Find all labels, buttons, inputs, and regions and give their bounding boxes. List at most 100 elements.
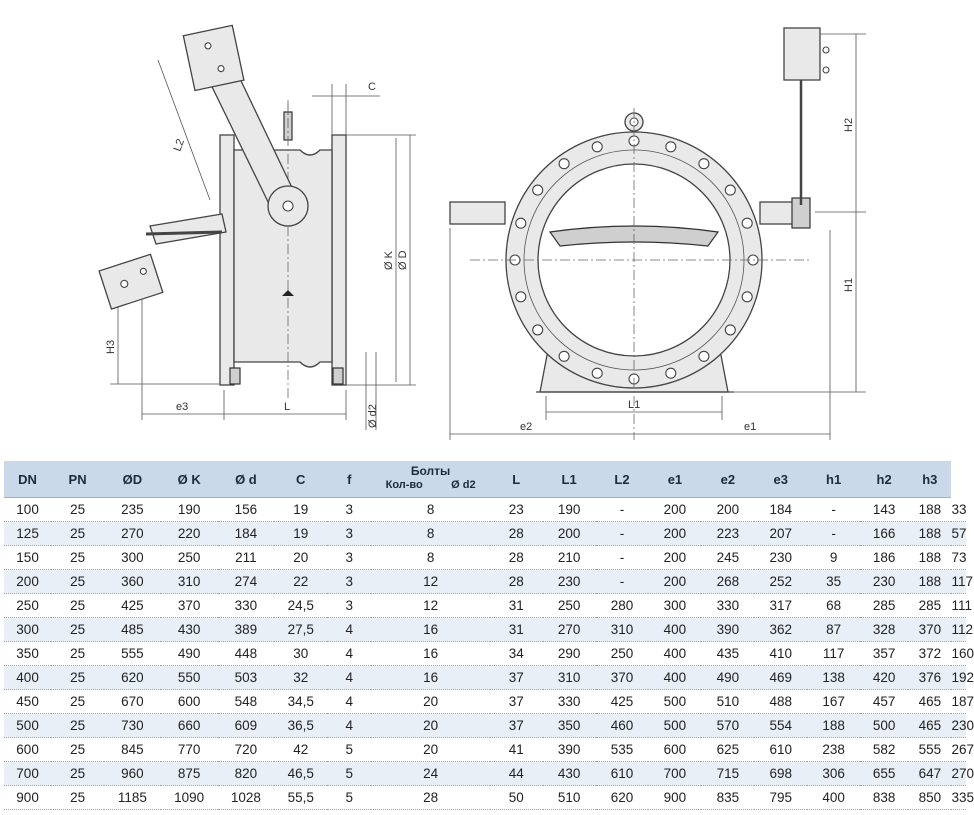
table-cell: - xyxy=(595,545,649,570)
table-cell: 469 xyxy=(754,665,808,690)
table-cell: 252 xyxy=(754,569,808,594)
table-cell: 184 xyxy=(754,497,808,522)
header-l: L xyxy=(489,461,543,498)
table-cell: 125 xyxy=(4,521,52,546)
header-h3: h3 xyxy=(908,461,952,498)
table-cell: 330 xyxy=(217,593,275,618)
table-cell: 186 xyxy=(860,545,909,570)
table-cell: 4 xyxy=(327,713,372,738)
table-cell: 19 xyxy=(274,521,328,546)
table-cell: 25 xyxy=(51,641,105,666)
bolt-hole xyxy=(741,217,753,229)
table-cell: 25 xyxy=(51,617,105,642)
table-cell: 5 xyxy=(327,737,372,762)
table-cell: 400 xyxy=(648,617,702,642)
header-od: ØD xyxy=(104,461,161,498)
table-cell: 730 xyxy=(104,713,161,738)
label-h1: H1 xyxy=(843,278,855,292)
table-cell: 554 xyxy=(754,713,808,738)
bolt-hole xyxy=(698,350,710,362)
table-cell: 600 xyxy=(160,689,218,714)
table-cell: 37 xyxy=(489,665,543,690)
header-h1: h1 xyxy=(807,461,861,498)
table-cell: 25 xyxy=(51,761,105,786)
table-cell: 317 xyxy=(754,593,808,618)
table-cell: 960 xyxy=(104,761,161,786)
table-cell: 35 xyxy=(807,569,861,594)
table-cell: 510 xyxy=(701,689,755,714)
bolt-hole xyxy=(558,158,570,170)
table-header-row: DN PN ØD Ø K Ø d C f Болты Кол-во Ø d2 L… xyxy=(4,461,966,498)
table-cell: 200 xyxy=(648,545,702,570)
header-f: f xyxy=(327,461,372,498)
table-cell: 362 xyxy=(754,617,808,642)
left-shaft-stub xyxy=(449,201,506,225)
valve-technical-drawing: L2 C Ø K Ø D Ø d2 H3 e3 L xyxy=(98,24,866,440)
table-cell: 230 xyxy=(754,545,808,570)
table-cell: 270 xyxy=(104,521,161,546)
header-e1: e1 xyxy=(648,461,702,498)
bolt-hole xyxy=(532,324,544,336)
table-cell: 280 xyxy=(595,593,649,618)
table-cell: 238 xyxy=(807,737,861,762)
table-cell: 156 xyxy=(217,497,275,522)
table-cell: 250 xyxy=(542,593,596,618)
table-cell: 1028 xyxy=(217,785,275,810)
table-cell: 270 xyxy=(951,761,974,786)
table-cell: 300 xyxy=(648,593,702,618)
bolt-hole xyxy=(591,367,603,379)
table-cell: 25 xyxy=(51,689,105,714)
table-cell: 425 xyxy=(104,593,161,618)
table-cell: 143 xyxy=(860,497,909,522)
table-cell: 223 xyxy=(701,521,755,546)
table-cell: 111 xyxy=(951,593,972,618)
table-cell: 16 xyxy=(371,665,490,690)
label-e2: e2 xyxy=(520,421,532,433)
table-cell: 138 xyxy=(807,665,861,690)
table-cell: 27,5 xyxy=(274,617,328,642)
table-cell: 190 xyxy=(542,497,596,522)
table-cell: 285 xyxy=(908,593,952,618)
table-cell: 200 xyxy=(648,521,702,546)
table-cell: 820 xyxy=(217,761,275,786)
table-cell: 25 xyxy=(51,665,105,690)
table-cell: 335 xyxy=(951,785,974,810)
table-cell: 420 xyxy=(860,665,909,690)
table-cell: 16 xyxy=(371,641,490,666)
table-cell: 268 xyxy=(701,569,755,594)
table-cell: 306 xyxy=(807,761,861,786)
table-cell: 1090 xyxy=(160,785,218,810)
table-cell: 330 xyxy=(542,689,596,714)
table-cell: 610 xyxy=(595,761,649,786)
table-cell: 55,5 xyxy=(274,785,328,810)
bolt-hole xyxy=(741,291,753,303)
table-cell: 87 xyxy=(807,617,861,642)
table-cell: 555 xyxy=(908,737,952,762)
table-cell: 33 xyxy=(951,497,967,522)
table-cell: 500 xyxy=(4,713,52,738)
header-bolts-d2: Ø d2 xyxy=(451,479,476,491)
table-cell: 20 xyxy=(371,737,490,762)
table-cell: 465 xyxy=(908,689,952,714)
table-cell: 200 xyxy=(542,521,596,546)
table-cell: 425 xyxy=(595,689,649,714)
header-pn: PN xyxy=(51,461,105,498)
table-cell: 555 xyxy=(104,641,161,666)
table-cell: 647 xyxy=(908,761,952,786)
table-cell: - xyxy=(595,521,649,546)
table-cell: 700 xyxy=(4,761,52,786)
table-cell: 23 xyxy=(489,497,543,522)
table-cell: 32 xyxy=(274,665,328,690)
table-cell: 900 xyxy=(4,785,52,810)
table-cell: 625 xyxy=(701,737,755,762)
table-cell: - xyxy=(595,497,649,522)
table-cell: 357 xyxy=(860,641,909,666)
table-cell: 465 xyxy=(908,713,952,738)
